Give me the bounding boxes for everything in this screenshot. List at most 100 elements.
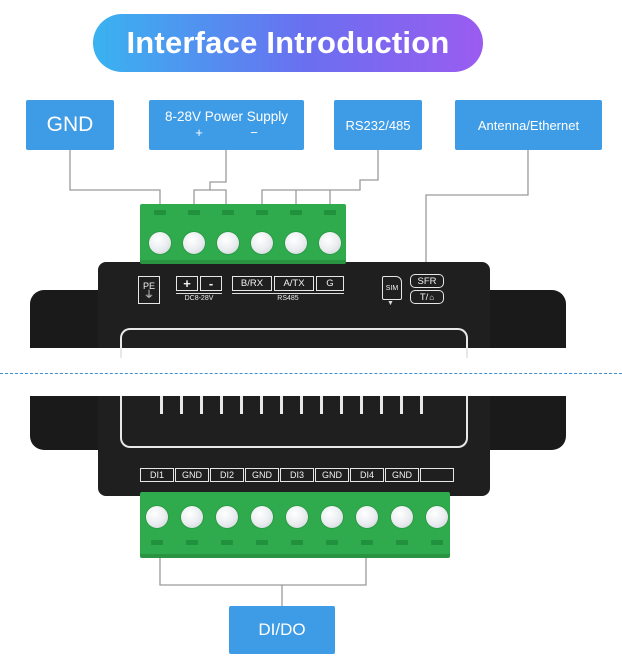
- terminal-slot: [256, 540, 268, 545]
- terminal-screw: [216, 506, 238, 528]
- power-supply-callout: 8-28V Power Supply + −: [149, 100, 304, 150]
- antenna-ethernet-label: Antenna/Ethernet: [477, 117, 580, 133]
- sim-label: SIM: [385, 284, 399, 292]
- vent-fin: [420, 396, 423, 414]
- terminal-screw: [217, 232, 239, 254]
- terminal-label-gnd2: GND: [245, 468, 279, 482]
- vent-fin: [200, 396, 203, 414]
- terminal-label-blank: [420, 468, 454, 482]
- terminal-label-gnd1: GND: [175, 468, 209, 482]
- terminal-screw: [285, 232, 307, 254]
- terminal-label-di4: DI4: [350, 468, 384, 482]
- pe-label: PE: [142, 280, 155, 291]
- rs485-label-group: B/RX A/TX G RS485: [232, 276, 346, 306]
- terminal-screw: [321, 506, 343, 528]
- power-supply-label: 8-28V Power Supply: [164, 109, 289, 124]
- vent-fin: [240, 396, 243, 414]
- terminal-slot: [151, 540, 163, 545]
- brx-label: B/RX: [240, 278, 264, 289]
- vent-fin: [340, 396, 343, 414]
- atx-label: A/TX: [283, 278, 305, 289]
- terminal-slot: [326, 540, 338, 545]
- terminal-slot: [324, 210, 336, 215]
- pe-label-box: PE ⏚: [138, 276, 160, 304]
- terminal-label-di2: DI2: [210, 468, 244, 482]
- break-line: [0, 373, 622, 374]
- dc-minus-label: -: [208, 276, 214, 291]
- vent-fin: [320, 396, 323, 414]
- antenna-ethernet-callout: Antenna/Ethernet: [455, 100, 602, 150]
- terminal-slot: [221, 540, 233, 545]
- atx-box: A/TX: [274, 276, 314, 291]
- rs232-485-label: RS232/485: [345, 117, 411, 133]
- g-label: G: [326, 278, 334, 289]
- terminal-screw: [426, 506, 448, 528]
- vent-fin: [280, 396, 283, 414]
- rs485-bus-label: RS485: [232, 293, 344, 302]
- dc-plus-box: +: [176, 276, 198, 291]
- sfr-label: SFR: [417, 275, 437, 287]
- device-window-bottom: [120, 396, 468, 448]
- sfr-button-label: SFR: [410, 274, 444, 288]
- terminal-slot: [431, 540, 443, 545]
- terminal-screw: [183, 232, 205, 254]
- terminal-slot: [154, 210, 166, 215]
- top-terminal-block: [140, 204, 346, 264]
- terminal-slot: [291, 540, 303, 545]
- dc-plus-label: +: [183, 276, 191, 291]
- vent-fin: [360, 396, 363, 414]
- device-body-top: PE ⏚ + - DC8-28V B/RX A/TX G RS485 SIM ▼…: [98, 262, 490, 348]
- terminal-screw: [146, 506, 168, 528]
- terminal-slot: [396, 540, 408, 545]
- sim-arrow-icon: ▼: [387, 300, 394, 307]
- terminal-slot: [186, 540, 198, 545]
- din-rail-clip-right-top: [480, 290, 566, 348]
- t-button-label: T/ ⌂: [410, 290, 444, 304]
- g-box: G: [316, 276, 344, 291]
- power-plus-label: +: [195, 125, 203, 140]
- din-rail-clip-right-bottom: [480, 396, 566, 450]
- terminal-label-gnd4: GND: [385, 468, 419, 482]
- terminal-label-di1: DI1: [140, 468, 174, 482]
- terminal-screw: [356, 506, 378, 528]
- vent-fin: [160, 396, 163, 414]
- power-minus-label: −: [250, 125, 258, 140]
- terminal-screw: [286, 506, 308, 528]
- page-title: Interface Introduction: [93, 14, 483, 72]
- terminal-label-gnd3: GND: [315, 468, 349, 482]
- terminal-slot: [290, 210, 302, 215]
- bottom-terminal-block: [140, 492, 450, 558]
- terminal-screw: [319, 232, 341, 254]
- terminal-slot: [188, 210, 200, 215]
- terminal-slot: [256, 210, 268, 215]
- terminal-screw: [251, 232, 273, 254]
- vent-fin: [300, 396, 303, 414]
- terminal-screw: [391, 506, 413, 528]
- vent-fin: [180, 396, 183, 414]
- terminal-label-di3: DI3: [280, 468, 314, 482]
- dc-voltage-label: DC8-28V: [176, 293, 222, 302]
- ground-icon: ⏚: [144, 289, 154, 301]
- brx-box: B/RX: [232, 276, 272, 291]
- sim-slot-label: SIM: [382, 276, 402, 300]
- gnd-callout: GND: [26, 100, 114, 150]
- dc-minus-box: -: [200, 276, 222, 291]
- vent-fin: [400, 396, 403, 414]
- di-do-label: DI/DO: [258, 620, 306, 639]
- di-do-callout: DI/DO: [229, 606, 335, 654]
- terminal-screw: [181, 506, 203, 528]
- home-icon: ⌂: [429, 292, 435, 302]
- dc-power-label-group: + - DC8-28V: [176, 276, 222, 306]
- vent-fin: [220, 396, 223, 414]
- terminal-slot: [361, 540, 373, 545]
- terminal-screw: [251, 506, 273, 528]
- device-window-top: [120, 328, 468, 358]
- gnd-callout-label: GND: [46, 113, 94, 136]
- vent-fin: [260, 396, 263, 414]
- din-rail-clip-left-top: [30, 290, 110, 348]
- rs232-485-callout: RS232/485: [334, 100, 422, 150]
- vent-fin: [380, 396, 383, 414]
- t-label: T/: [419, 291, 429, 303]
- terminal-slot: [222, 210, 234, 215]
